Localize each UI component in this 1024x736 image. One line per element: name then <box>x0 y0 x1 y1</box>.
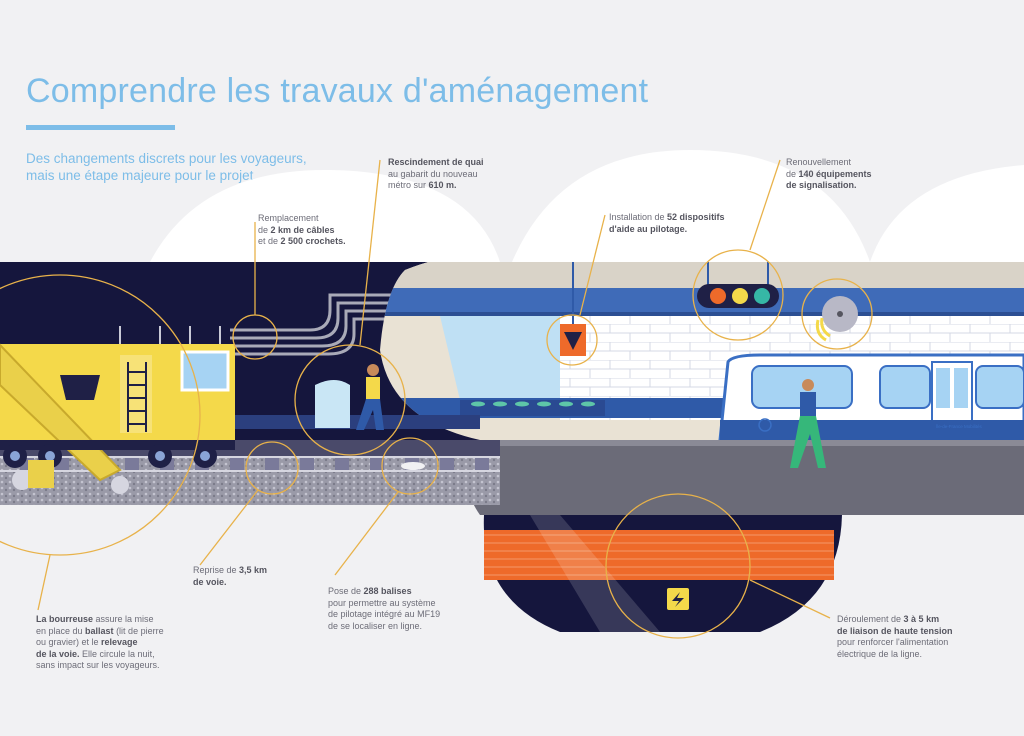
platform-lights <box>471 401 595 407</box>
annotation-bourreuse: La bourreuse assure la mise en place du … <box>36 614 164 672</box>
background-arches <box>150 150 1024 262</box>
ht-line-2: de liaison de haute tension <box>837 625 953 636</box>
high-voltage-cable-duct <box>483 515 842 632</box>
balises-line-2: pour permettre au système <box>328 597 436 608</box>
voie-line-1b: 3,5 km <box>239 565 268 575</box>
signalisation-line-1: Renouvellement <box>786 157 852 167</box>
cables-line-3b: 2 500 crochets. <box>280 236 346 246</box>
worker-platform <box>790 379 826 468</box>
train-logo: Île-de-France Mobilités <box>935 423 983 429</box>
voie-line-2: de voie. <box>193 576 227 587</box>
bourreuse-line-2b: ballast <box>85 625 114 636</box>
warning-triangle-icon <box>560 262 586 356</box>
subtitle-line-1: Des changements discrets pour les voyage… <box>26 151 307 166</box>
cables-line-2b: 2 km de câbles <box>270 224 335 235</box>
annotation-cables: Remplacement de 2 km de câbles et de 2 5… <box>258 213 346 248</box>
traffic-light-icon <box>697 262 779 308</box>
cables-line-3a: et de <box>258 236 281 246</box>
balises-line-4: de se localiser en ligne. <box>328 620 423 631</box>
balises-line-1a: Pose de <box>328 586 364 596</box>
quai-line-3b: 610 m. <box>428 180 457 190</box>
title-underline <box>26 125 175 130</box>
bourreuse-line-4: de la voie. <box>36 648 80 659</box>
annotation-signalisation: Renouvellement de 140 équipements de sig… <box>786 157 872 192</box>
bourreuse-line-3: ou gravier) et le <box>36 637 102 647</box>
annotation-quai: Rescindement de quai au gabarit du nouve… <box>388 157 484 192</box>
quai-line-1: Rescindement de quai <box>388 157 484 167</box>
bourreuse-line-3b: relevage <box>101 637 138 647</box>
sensor-icon <box>815 296 858 342</box>
quai-line-3a: métro sur <box>388 180 429 190</box>
signalisation-line-2b: 140 équipements <box>798 168 872 179</box>
annotation-pilotage: Installation de 52 dispositifs d'aide au… <box>609 212 725 235</box>
ht-line-4: électrique de la ligne. <box>837 648 923 659</box>
annotation-haute-tension: Déroulement de 3 à 5 km de liaison de ha… <box>837 614 953 660</box>
station-platform <box>467 440 1024 515</box>
bourreuse-line-5: sans impact sur les voyageurs. <box>36 660 160 670</box>
bourreuse-line-4b: Elle circule la nuit, <box>79 648 155 659</box>
annotation-balises: Pose de 288 balises pour permettre au sy… <box>328 586 440 632</box>
bourreuse-line-2c: (lit de pierre <box>113 625 164 636</box>
subtitle-line-2: mais une étape majeure pour le projet. <box>26 168 258 183</box>
bourreuse-line-1a: La bourreuse <box>36 614 94 624</box>
worker-track <box>315 364 384 430</box>
page-subtitle: Des changements discrets pour les voyage… <box>26 150 346 184</box>
pilotage-line-1a: Installation de <box>609 212 668 222</box>
annotation-voie: Reprise de 3,5 km de voie. <box>193 565 267 588</box>
pilotage-line-2: d'aide au pilotage. <box>609 223 688 234</box>
ht-line-1b: 3 à 5 km <box>903 614 940 624</box>
voie-line-1a: Reprise de <box>193 565 240 575</box>
ht-line-3: pour renforcer l'alimentation <box>837 637 949 647</box>
wall-cables <box>230 293 400 356</box>
bourreuse-line-2a: en place du <box>36 625 86 636</box>
tamping-machine <box>0 343 235 494</box>
ht-line-1a: Déroulement de <box>837 614 904 624</box>
callout-lines <box>0 159 873 639</box>
page-title: Comprendre les travaux d'aménagement <box>26 72 649 110</box>
quai-line-2: au gabarit du nouveau <box>388 168 478 179</box>
cables-line-2a: de <box>258 224 271 235</box>
signalisation-line-3: de signalisation. <box>786 180 857 190</box>
balises-line-3: de pilotage intégré au MF19 <box>328 609 441 619</box>
pilotage-line-1b: 52 dispositifs <box>667 212 725 222</box>
bourreuse-line-1b: assure la mise <box>93 614 154 624</box>
cables-line-1: Remplacement <box>258 213 319 223</box>
metro-train: Île-de-France Mobilités <box>718 353 1024 442</box>
balise-icon <box>401 462 425 470</box>
signalisation-line-2a: de <box>786 168 799 179</box>
balises-line-1b: 288 balises <box>363 586 412 596</box>
